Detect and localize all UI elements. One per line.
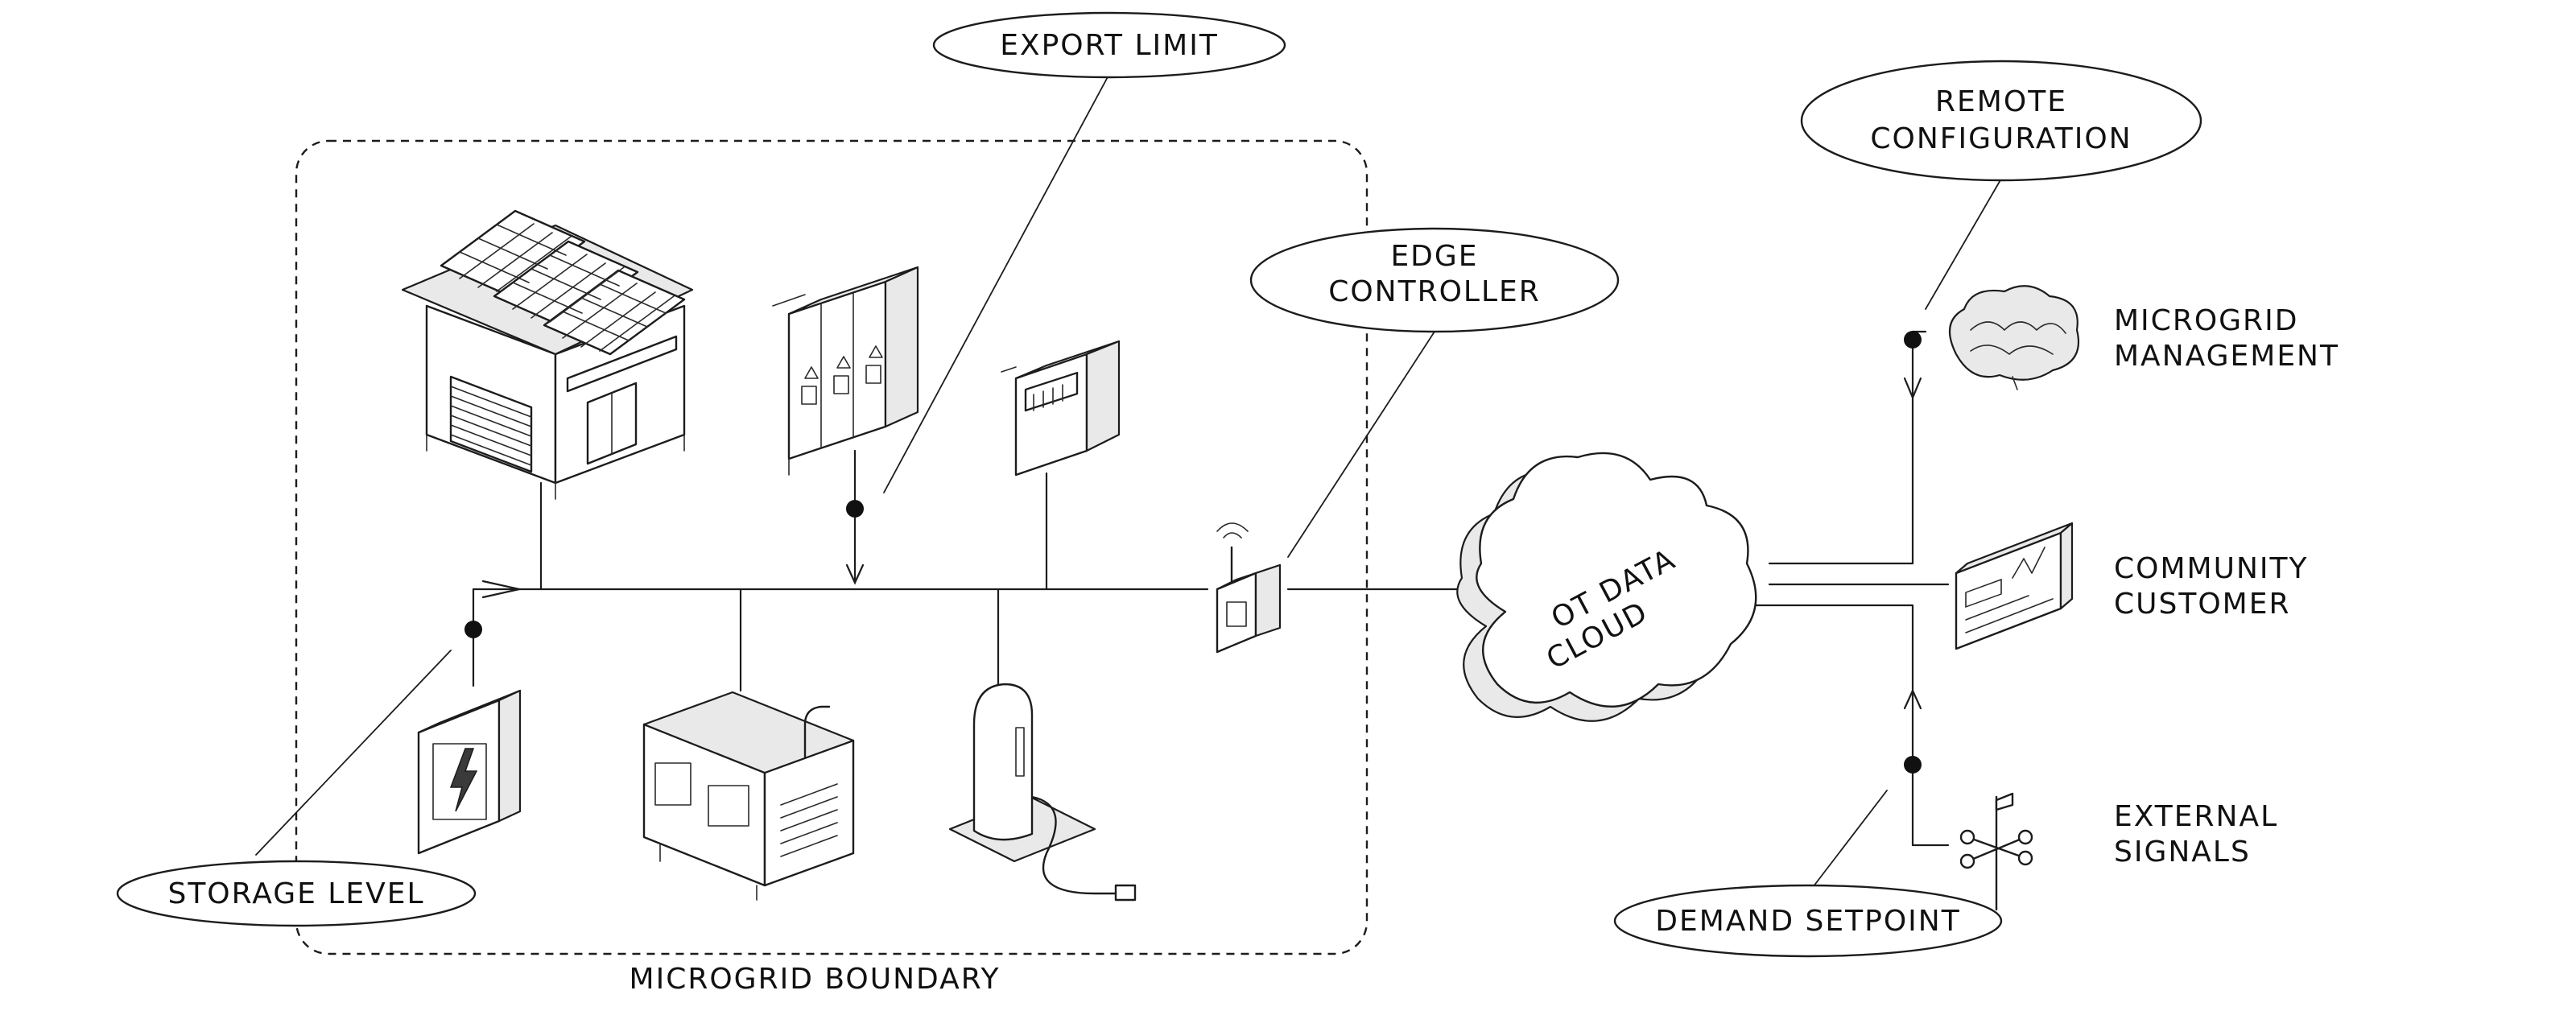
edge-controller-line1: EDGE <box>1390 240 1478 273</box>
community-customer-line1: COMMUNITY <box>2114 552 2308 585</box>
remote-configuration-callout: REMOTE CONFIGURATION <box>1800 60 2202 182</box>
weather-vane-icon <box>1959 792 2033 911</box>
remote-configuration-line1: REMOTE <box>1935 85 2067 118</box>
demand-setpoint-dot <box>1904 756 1922 774</box>
leader-lines <box>255 73 2002 894</box>
export-limit-dot <box>846 500 864 518</box>
meter-box-icon <box>1001 340 1121 477</box>
remote-configuration-line2: CONFIGURATION <box>1870 122 2132 155</box>
battery-storage-icon <box>417 689 522 855</box>
demand-setpoint-callout: DEMAND SETPOINT <box>1613 884 2003 958</box>
remote-config-dot <box>1904 331 1922 349</box>
external-signals-line1: EXTERNAL <box>2114 800 2278 833</box>
brain-icon <box>1948 285 2080 390</box>
external-signals-line2: SIGNALS <box>2114 836 2251 869</box>
generator-icon <box>642 691 855 901</box>
storage-level-callout: STORAGE LEVEL <box>116 860 477 927</box>
boundary-label: MICROGRID BOUNDARY <box>630 963 1001 996</box>
export-limit-callout: EXPORT LIMIT <box>932 11 1286 79</box>
microgrid-management-line1: MICROGRID <box>2114 304 2298 337</box>
microgrid-management-line2: MANAGEMENT <box>2114 340 2339 373</box>
demand-setpoint-label: DEMAND SETPOINT <box>1655 905 1960 938</box>
dashboard-icon <box>1955 522 2074 650</box>
community-customer-line2: CUSTOMER <box>2114 588 2290 621</box>
ev-charger-icon <box>948 683 1137 902</box>
cloud-icon: OT DATA CLOUD <box>1456 452 1757 722</box>
edge-controller-icon <box>1216 522 1282 654</box>
bus-wiring <box>472 330 1950 847</box>
edge-controller-callout: EDGE CONTROLLER <box>1249 227 1620 333</box>
solar-building-icon <box>401 209 694 500</box>
switchgear-icon <box>772 266 919 476</box>
edge-controller-line2: CONTROLLER <box>1328 275 1541 308</box>
storage-level-label: STORAGE LEVEL <box>167 877 424 910</box>
storage-level-dot <box>464 621 482 638</box>
export-limit-label: EXPORT LIMIT <box>1000 29 1219 62</box>
